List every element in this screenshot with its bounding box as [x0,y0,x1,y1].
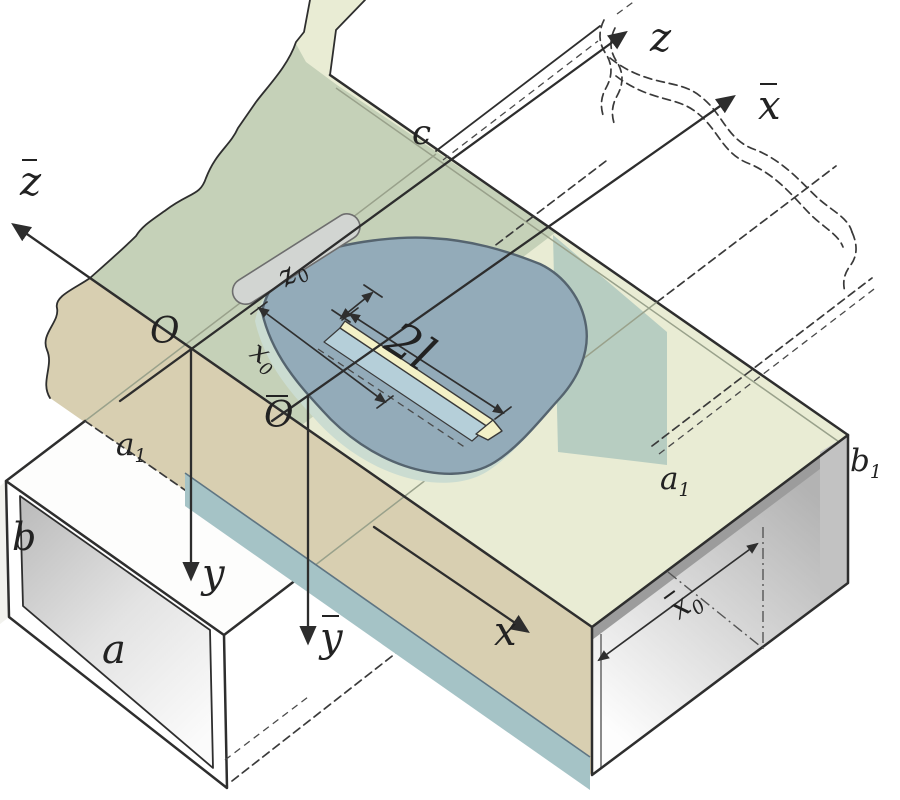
lower-waveguide [0,419,406,790]
label-a: a [102,627,126,673]
phantom-rear-top-edge-inner [442,40,599,161]
upper-guide-rear-top-edge [328,73,850,437]
slot-cover-tab [231,213,361,305]
phantom-torn-top-a [609,57,853,233]
label-y: y [202,551,225,597]
x-bar-axis [270,94,736,423]
open-end-edges [590,433,850,777]
label-x-bar: x [758,82,781,129]
x-axis [372,525,530,633]
axes [11,30,736,646]
z-axis [118,30,628,403]
2l-arrow [348,312,505,415]
lower-guide-rear-top-edge [4,419,87,483]
lower-guide-hidden-inner-edge [224,696,309,761]
phantom-far-break [842,231,857,293]
upper-guide-interior-tint [553,235,667,465]
lower-guide-front-top-edge [222,571,307,637]
phantom-front-bottom-edge-a [651,277,873,447]
z0-tick-2 [363,284,383,298]
label-b: b [12,515,37,559]
label-z: z [650,15,672,61]
teal-strip-top-edge [184,472,591,758]
phantom-break-near-1 [599,19,612,119]
upper-guide-rear-top-inner-line [335,87,843,445]
slot-length-dimension [341,307,512,420]
phantom-front-top-edge [656,165,837,303]
phantom-hidden-rear-bottom-edge [433,160,607,293]
label-a1-right: a1 [660,461,691,502]
z-bar-axis [11,222,92,280]
lower-guide-opening-outer-rim [4,479,229,790]
teal-strip [185,473,590,790]
upper-guide-open-end [590,433,850,777]
xbar0-dimension-arrow [597,542,759,662]
phantom-torn-top-b [615,75,844,248]
lower-guide-opening-interior [20,496,213,768]
phantom-rear-top-edge-solid [435,25,601,152]
label-a1-left: a1 [116,427,147,468]
upper-guide-torn-edge [44,0,366,399]
label-O: O [150,311,180,352]
label-c: c [412,113,432,153]
lower-guide-hidden-bottom-edge [231,645,406,782]
lower-guide-top-face [6,421,305,635]
label-O-bar: O [264,395,294,436]
phantom-front-bottom-edge-b [658,285,879,455]
slot-end-cap [475,419,503,441]
lower-guide-opening-inner-rim [19,495,214,769]
label-y-bar: y [320,614,343,661]
upper-guide-front-face [45,278,593,775]
label-b1: b1 [850,443,882,484]
phantom-top-rear-stub [616,0,637,15]
common-wall-strip [184,472,591,790]
open-end-inner-rear-wall [820,435,848,600]
label-x: x [494,609,517,655]
upper-guide-front-top-edge [88,276,594,629]
label-z-bar: z [20,158,42,205]
